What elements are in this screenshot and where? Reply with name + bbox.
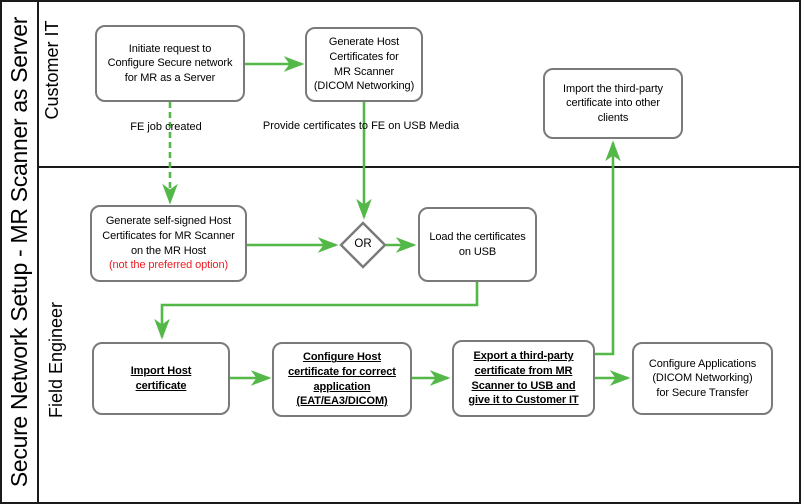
node-import-host-certificate-text: Import Host certificate [130, 364, 192, 392]
node-configure-host-certificate-text: Configure Host certificate for correct a… [288, 351, 396, 408]
or-label: OR [354, 238, 372, 250]
edge-label-fe-job-created: FE job created [130, 121, 202, 133]
node-configure-applications-text: Configure Applications (DICOM Networking… [648, 357, 757, 399]
node-export-third-party-certificate: Export a third-party certificate from MR… [452, 340, 595, 417]
or-decision-diamond [339, 221, 387, 269]
edge-load-usb-to-import-host [154, 282, 479, 340]
edge-label-provide-certificates: Provide certificates to FE on USB Media [262, 120, 460, 132]
node-generate-self-signed-note: (not the preferred option) [108, 259, 229, 272]
node-import-host-certificate: Import Host certificate [92, 342, 230, 415]
node-generate-self-signed: Generate self-signed Host Certificates f… [90, 205, 247, 282]
node-load-certificates-usb-text: Load the certificates on USB [429, 230, 526, 258]
edge-export-to-import-third-party [595, 140, 621, 356]
node-generate-host-certificates: Generate Host Certificates for MR Scanne… [305, 27, 423, 102]
node-generate-host-certificates-text: Generate Host Certificates for MR Scanne… [313, 36, 415, 93]
node-initiate-request-text: Initiate request to Configure Secure net… [107, 42, 233, 84]
node-configure-applications: Configure Applications (DICOM Networking… [632, 342, 773, 415]
node-generate-self-signed-text: Generate self-signed Host Certificates f… [102, 215, 235, 257]
title-column-divider [37, 2, 39, 502]
node-import-third-party-certificate: Import the third-party certificate into … [543, 68, 683, 139]
node-configure-host-certificate: Configure Host certificate for correct a… [272, 342, 412, 417]
node-initiate-request: Initiate request to Configure Secure net… [95, 25, 245, 102]
node-load-certificates-usb: Load the certificates on USB [418, 207, 537, 282]
lane-divider [37, 166, 799, 168]
node-export-third-party-certificate-text: Export a third-party certificate from MR… [468, 350, 579, 407]
node-import-third-party-certificate-text: Import the third-party certificate into … [563, 82, 663, 124]
